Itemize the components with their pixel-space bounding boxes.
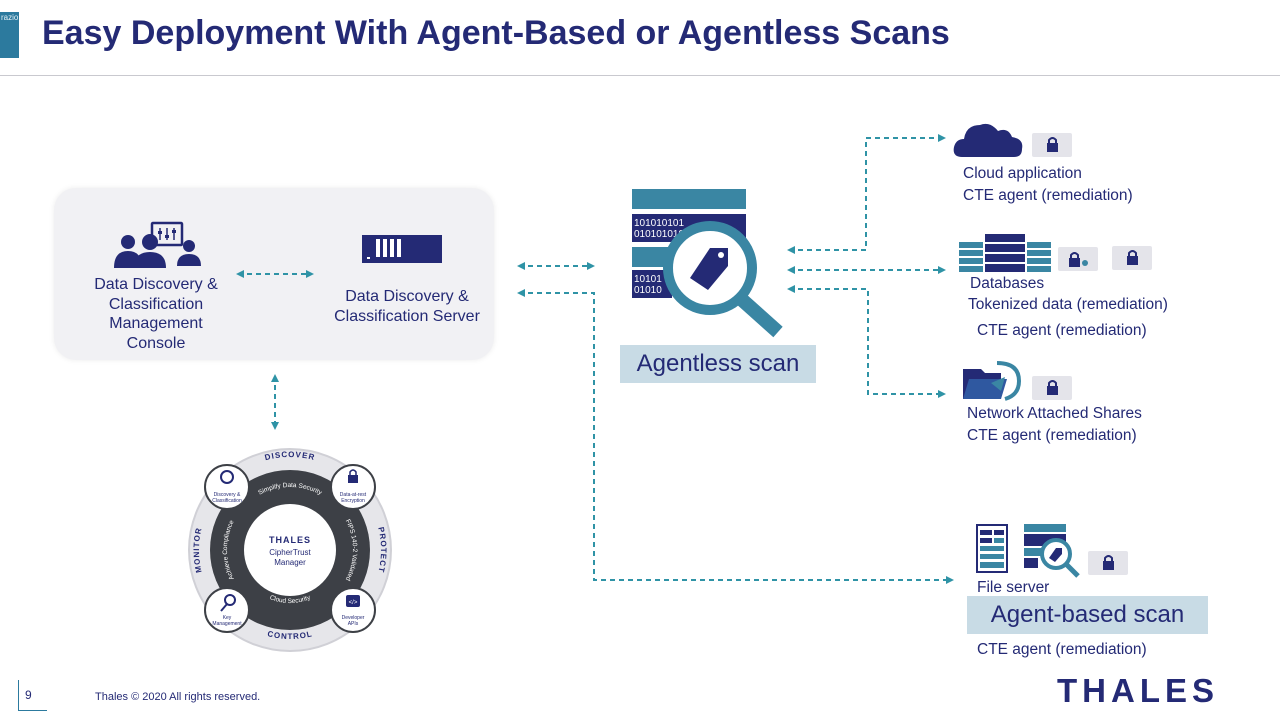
wheel-product2: Manager [274, 558, 306, 567]
database-icon [959, 234, 1051, 272]
server-label: Data Discovery & Classification Server [318, 287, 496, 326]
nas-line1: Network Attached Shares [967, 405, 1142, 422]
wheel-node-key: Key Management [204, 587, 250, 633]
wheel-node-discovery: Discovery & Classification [204, 464, 250, 510]
svg-text:PROTECT: PROTECT [376, 526, 388, 574]
wheel-node-encryption: Data-at-rest Encryption [330, 464, 376, 510]
cloud-line1: Cloud application [963, 165, 1082, 182]
key-icon [224, 594, 236, 606]
arrow-to-nas [787, 285, 946, 398]
ciphertrust-wheel: DISCOVER CONTROL MONITOR PROTECT Simplif… [188, 448, 392, 652]
agentless-bits1: 101010101 [634, 218, 684, 229]
wheel-brand: THALES [269, 535, 311, 545]
node-br-1: Developer [342, 615, 365, 621]
lock-icon [1047, 137, 1058, 152]
wheel-product1: CipherTrust [269, 548, 311, 557]
node-tr-2: Encryption [341, 498, 365, 504]
thales-logo: THALES [1057, 672, 1219, 709]
cloud-line2: CTE agent (remediation) [963, 187, 1133, 204]
node-bl-2: Management [212, 621, 242, 627]
wheel-control: CONTROL [267, 629, 313, 641]
wheel-node-apis: </> Developer APIs [330, 587, 376, 633]
nas-line2: CTE agent (remediation) [967, 427, 1137, 444]
code-icon [346, 595, 360, 607]
arrow-to-cloud [787, 134, 946, 254]
lock-icon [1103, 555, 1114, 570]
fileserver-line2: CTE agent (remediation) [977, 641, 1147, 658]
wheel-protect: PROTECT [376, 526, 387, 574]
lock-icon [1047, 380, 1058, 395]
cloud-lock [1032, 133, 1072, 157]
databases-line1: Databases [970, 275, 1045, 292]
wheel-monitor: MONITOR [192, 526, 203, 573]
search-icon [220, 470, 234, 484]
page-number: 9 [25, 688, 32, 702]
folder-share-icon [963, 361, 1022, 401]
node-tr-1: Data-at-rest [340, 492, 367, 498]
fileserver-lock [1088, 551, 1128, 575]
agentless-bits3: 10101 [634, 274, 662, 285]
users-control-icon [114, 221, 201, 268]
cloud-icon [953, 123, 1023, 157]
agentless-bits4: 01010 [634, 285, 662, 296]
node-tl-2: Classification [212, 498, 242, 504]
wheel-ring-bottom: Cloud Security [269, 594, 312, 605]
slide-title: Easy Deployment With Agent-Based or Agen… [42, 14, 950, 52]
lock-icon [348, 475, 358, 483]
server-label-line2: Classification Server [334, 307, 480, 325]
fileserver-line1: File server [977, 579, 1050, 596]
svg-text:CONTROL: CONTROL [267, 629, 314, 641]
agentless-bits2: 010101010 [634, 229, 684, 240]
svg-text:Cloud Security: Cloud Security [269, 594, 312, 605]
agentless-scan-label: Agentless scan [620, 345, 816, 383]
footer-copyright: Thales © 2020 All rights reserved. [95, 691, 261, 703]
magnifier-tag-icon: 101010101 010101010 10101 01010 [632, 189, 783, 338]
node-bl-1: Key [223, 615, 232, 621]
nas-lock [1032, 376, 1072, 400]
nas-label: Network Attached Shares CTE agent (remed… [967, 403, 1142, 447]
console-label-line1: Data Discovery & [94, 276, 218, 293]
svg-text:MONITOR: MONITOR [192, 526, 204, 573]
lock-icon [1127, 250, 1138, 265]
arrow-server-agentbased [517, 289, 954, 584]
node-tl-1: Discovery & [214, 492, 241, 498]
key-icon [1069, 252, 1088, 267]
server-label-line1: Data Discovery & [345, 288, 469, 305]
tab-text: razio [1, 13, 19, 22]
page-number-bracket [18, 680, 47, 711]
svg-text:</>: </> [349, 600, 358, 606]
databases-line2: Tokenized data (remediation) [968, 296, 1168, 313]
file-server-icon [976, 524, 1008, 573]
console-label-line3: Management [109, 315, 203, 332]
console-label: Data Discovery & Classification Manageme… [76, 275, 236, 353]
databases-lock [1112, 246, 1152, 270]
server-rack-icon [362, 235, 442, 263]
title-divider [0, 75, 1280, 76]
title-accent-tab [0, 12, 19, 58]
node-br-2: APIs [348, 621, 359, 627]
databases-line3: CTE agent (remediation) [977, 322, 1147, 339]
console-label-line2: Classification [108, 295, 204, 313]
console-label-line4: Console [126, 334, 186, 352]
magnifier-tag-icon [1024, 524, 1080, 578]
databases-key-lock [1058, 247, 1098, 271]
cloud-label: Cloud application CTE agent (remediation… [963, 163, 1133, 207]
agent-based-scan-label: Agent-based scan [967, 596, 1208, 634]
